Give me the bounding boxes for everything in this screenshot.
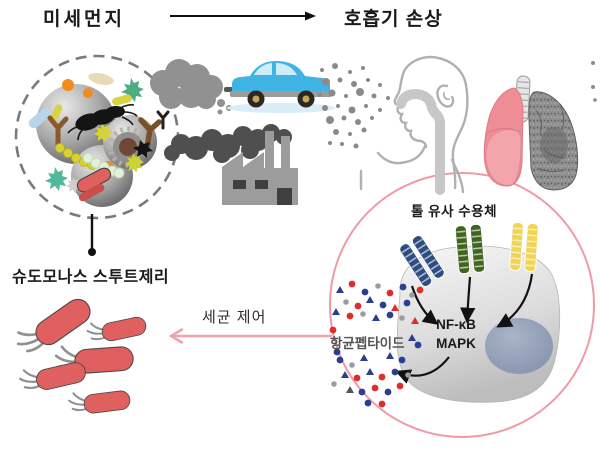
mapk-label: MAPK	[436, 336, 476, 351]
factory-smoke-icon	[164, 124, 292, 163]
cell-nucleus	[485, 318, 553, 374]
bacterium	[85, 311, 149, 347]
pollen-icon	[88, 72, 114, 86]
pseudomonas-bacteria-group	[11, 289, 149, 417]
red-rod-bacterium-icon	[76, 167, 112, 202]
bacteria-control-arrow	[168, 328, 333, 344]
airway-icon	[396, 88, 445, 195]
signaling-arrows	[395, 273, 534, 384]
antimicrobial-peptide-dots	[329, 280, 424, 408]
cluster-to-pseudomonas-connector	[88, 214, 96, 256]
immune-response-circle	[329, 172, 595, 438]
fine-dust-cluster	[14, 54, 180, 220]
healthy-lung-icon	[483, 87, 524, 187]
factory-icon	[222, 131, 298, 205]
human-profile-icon	[359, 55, 469, 194]
signaling-label: NF-κB MAPK	[428, 315, 484, 353]
fine-dust-label: 미세먼지	[43, 9, 125, 30]
antimicrobial-peptide-label: 항균펩타이드	[330, 336, 405, 351]
bacillus-icon	[28, 107, 52, 129]
bacterium	[67, 385, 132, 417]
fine-dust-to-damage-arrow	[170, 11, 316, 21]
inhaled-particles	[318, 61, 597, 149]
respiratory-damage-label: 호흡기 손상	[344, 9, 443, 30]
car-icon	[224, 60, 335, 113]
bacterium	[17, 355, 89, 397]
bacteria-control-label: 세균 제어	[202, 309, 267, 326]
car-exhaust-smoke-icon	[150, 59, 232, 115]
damaged-lung-icon	[528, 91, 579, 191]
soot-bug-icon	[67, 104, 153, 158]
nfkb-label: NF-κB	[436, 317, 476, 332]
pseudomonas-label: 슈도모나스 스투트제리	[12, 269, 170, 286]
toll-like-receptor-label: 톨 유사 수용체	[411, 204, 498, 219]
